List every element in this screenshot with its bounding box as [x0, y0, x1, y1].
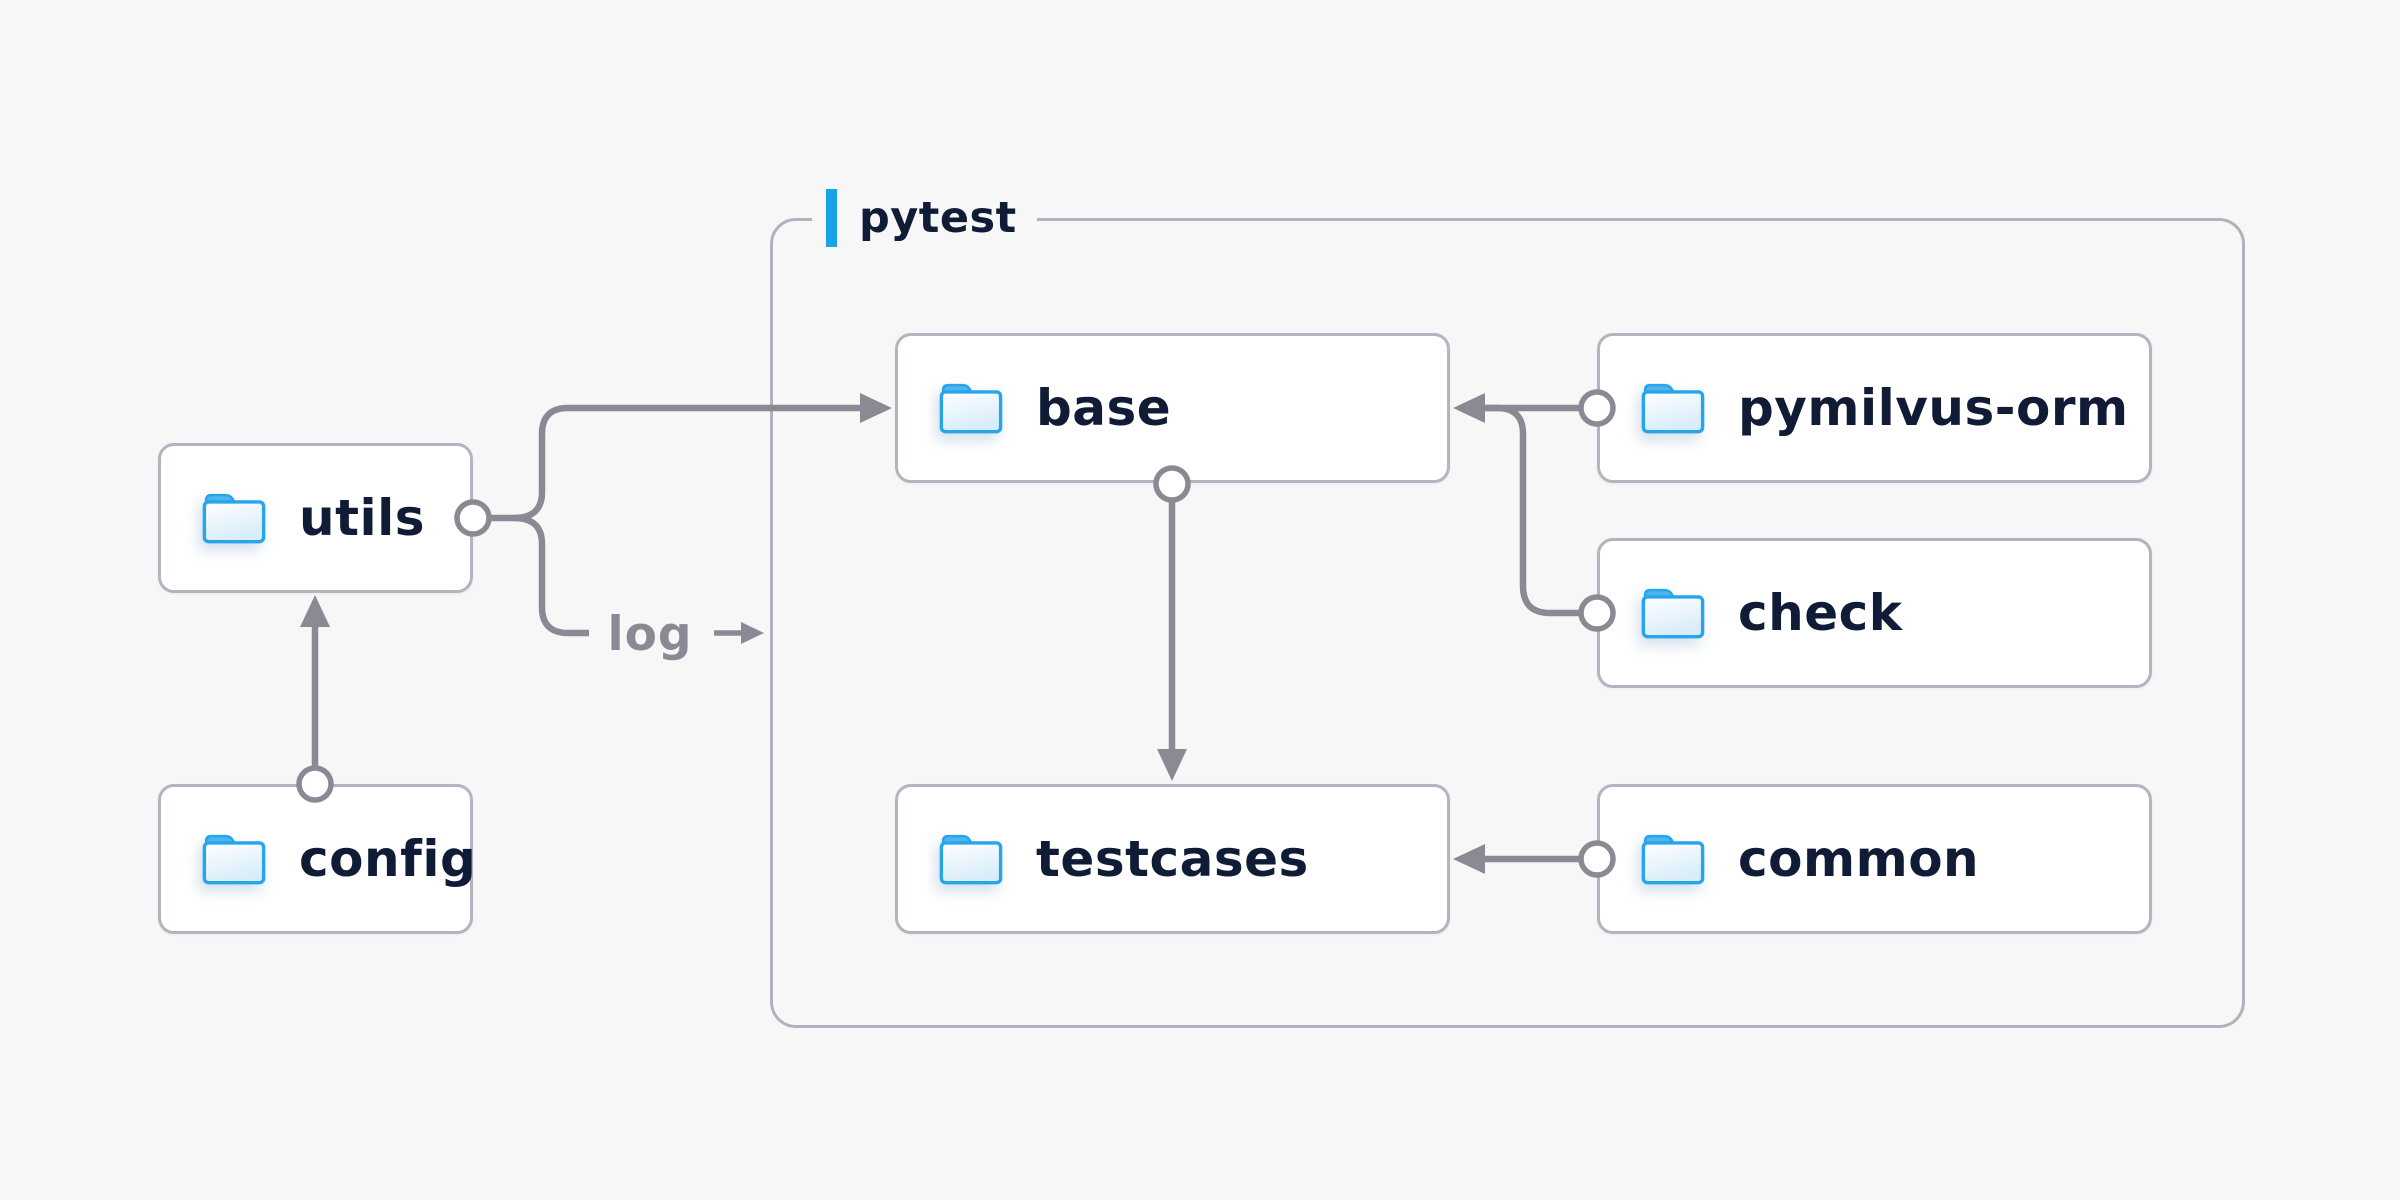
- node-base: base: [895, 333, 1450, 483]
- pytest-group-label: pytest: [812, 188, 1037, 248]
- folder-icon: [938, 831, 1004, 887]
- node-config-label: config: [299, 830, 477, 888]
- folder-icon: [201, 831, 267, 887]
- node-config: config: [158, 784, 477, 934]
- folder-icon: [201, 490, 267, 546]
- pytest-group-container: [770, 218, 2245, 1028]
- folder-icon: [1640, 380, 1706, 436]
- node-common-label: common: [1738, 830, 1980, 888]
- node-testcases-label: testcases: [1036, 830, 1309, 888]
- node-check-label: check: [1738, 584, 1903, 642]
- node-pymilvus-orm-label: pymilvus-orm: [1738, 379, 2129, 437]
- pytest-group-title: pytest: [859, 193, 1017, 243]
- node-utils: utils: [158, 443, 473, 593]
- node-testcases: testcases: [895, 784, 1450, 934]
- edge-config-to-utils: [300, 595, 330, 768]
- node-check: check: [1597, 538, 2152, 688]
- folder-icon: [1640, 831, 1706, 887]
- folder-icon: [1640, 585, 1706, 641]
- accent-bar: [826, 189, 837, 247]
- node-base-label: base: [1036, 379, 1172, 437]
- edge-label-log: log: [607, 606, 693, 662]
- node-pymilvus-orm: pymilvus-orm: [1597, 333, 2152, 483]
- folder-icon: [938, 380, 1004, 436]
- node-utils-label: utils: [299, 489, 426, 547]
- node-common: common: [1597, 784, 2152, 934]
